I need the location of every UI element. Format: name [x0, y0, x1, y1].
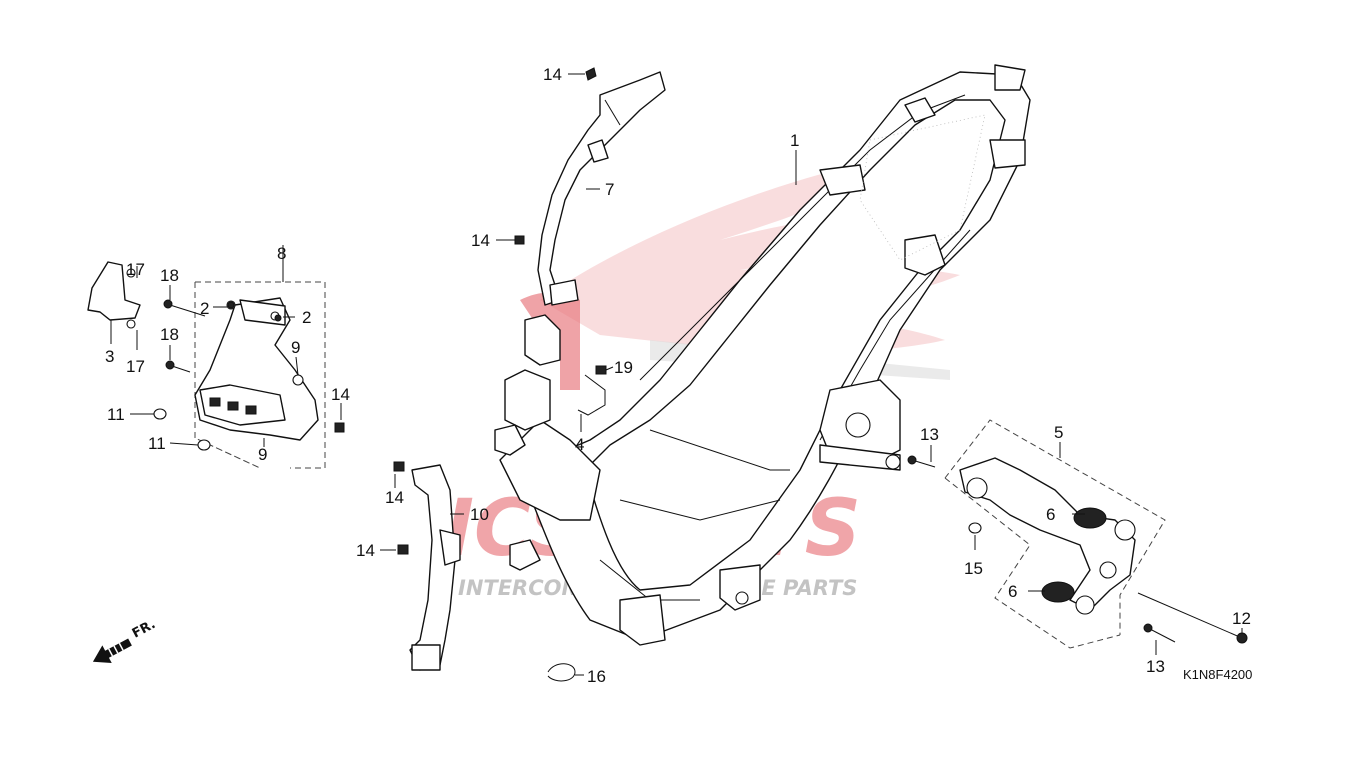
callout-14: 14	[471, 231, 490, 250]
callout-18: 18	[160, 266, 179, 285]
diagram-code: K1N8F4200	[1183, 667, 1252, 682]
callout-17: 17	[126, 357, 145, 376]
callout-13: 13	[1146, 657, 1165, 676]
callout-17: 17	[126, 260, 145, 279]
callout-14: 14	[385, 488, 404, 507]
callout-2: 2	[302, 308, 311, 327]
callout-9: 9	[291, 338, 300, 357]
group-8-box	[194, 281, 326, 469]
callout-12: 12	[1232, 609, 1251, 628]
callout-4: 4	[575, 435, 584, 454]
callout-9: 9	[258, 445, 267, 464]
callout-11: 11	[148, 434, 166, 453]
callout-14: 14	[356, 541, 375, 560]
bracket-3	[87, 261, 141, 329]
callout-1: 1	[790, 131, 799, 150]
group-5-box	[944, 419, 1166, 649]
front-label: FR.	[130, 617, 158, 642]
callout-6: 6	[1046, 505, 1055, 524]
callout-15: 15	[964, 559, 983, 578]
callout-10: 10	[470, 505, 489, 524]
callout-2: 2	[200, 299, 209, 318]
callout-19: 19	[614, 358, 633, 377]
callout-8: 8	[277, 244, 286, 263]
callout-14: 14	[543, 65, 562, 84]
callout-6: 6	[1008, 582, 1017, 601]
front-arrow-icon	[92, 638, 132, 664]
callout-11: 11	[107, 405, 125, 424]
frame-body	[494, 64, 1031, 646]
front-direction-indicator: FR.	[92, 617, 158, 664]
bracket-upper-front	[537, 71, 666, 306]
callout-18: 18	[160, 325, 179, 344]
callout-7: 7	[605, 180, 614, 199]
callout-14: 14	[331, 385, 350, 404]
callout-3: 3	[105, 347, 114, 366]
callout-5: 5	[1054, 423, 1063, 442]
callout-13: 13	[920, 425, 939, 444]
bracket-lower-side	[409, 464, 461, 671]
callouts: 1 2 2 3 4 5 6 6 7 8 9 9 10 11 11 12 13 1…	[105, 65, 1251, 686]
callout-16: 16	[587, 667, 606, 686]
leader-lines	[110, 73, 1243, 676]
fasteners	[153, 67, 1248, 682]
